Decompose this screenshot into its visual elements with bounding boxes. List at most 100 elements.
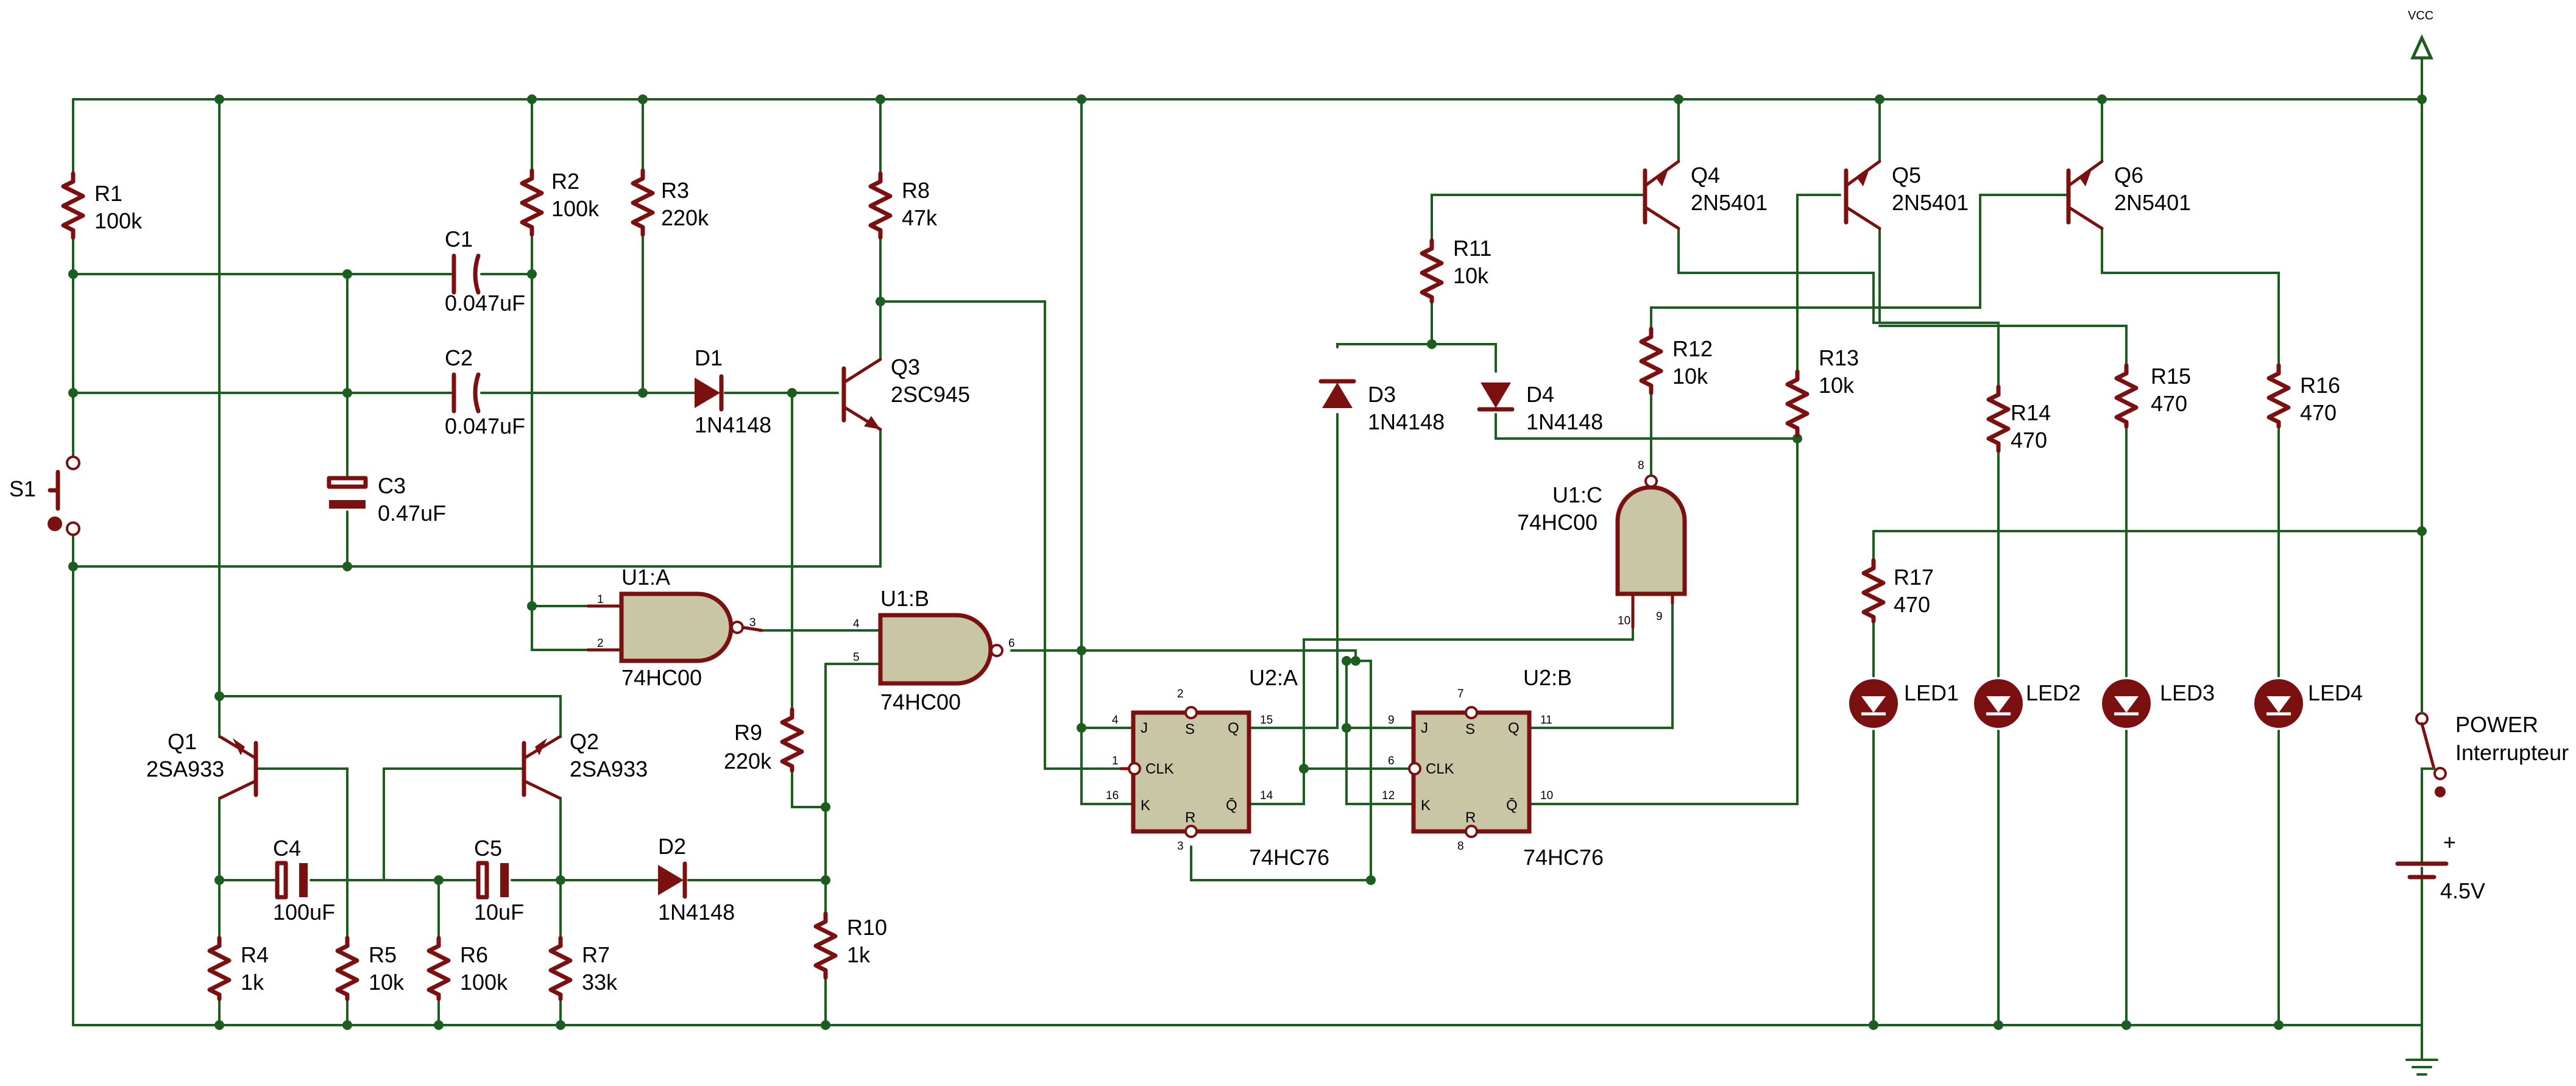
- led-4: LED4: [2254, 679, 2363, 728]
- u2a-pin14: 14: [1260, 789, 1273, 802]
- u2b-k-label: K: [1421, 797, 1431, 814]
- r17-ref: R17: [1894, 565, 1934, 590]
- r7-value: 33k: [582, 970, 618, 995]
- u2a-pin1: 1: [1112, 755, 1119, 767]
- r16-ref: R16: [2300, 373, 2340, 398]
- q3-ref: Q3: [891, 354, 920, 379]
- c4-value: 100uF: [273, 900, 335, 925]
- r2-ref: R2: [551, 169, 579, 194]
- u2b-clk-label: CLK: [1426, 761, 1454, 777]
- c3-ref: C3: [378, 473, 406, 498]
- u1b-value: 74HC00: [880, 689, 961, 714]
- nand-gate-u1b: 4 5 6 U1:B 74HC00: [853, 586, 1015, 714]
- resistor-r7: R7 33k: [548, 936, 618, 1001]
- c5-ref: C5: [474, 836, 502, 861]
- resistor-r9: R9 220k: [724, 707, 804, 774]
- power-switch-ref: POWER: [2455, 712, 2538, 737]
- resistor-r4: R4 1k: [207, 936, 269, 1001]
- resistor-r8: R8 47k: [868, 171, 938, 240]
- battery-plus: +: [2443, 830, 2456, 855]
- u1c-ref: U1:C: [1552, 482, 1602, 507]
- transistor-q6: Q6 2N5401: [2066, 160, 2191, 230]
- c2-ref: C2: [445, 345, 473, 370]
- u2a-pin4: 4: [1112, 714, 1119, 727]
- c3-value: 0.47uF: [378, 501, 446, 526]
- u2b-s-label: S: [1465, 721, 1475, 738]
- nand-gate-u1c: 8 10 9 U1:C 74HC00: [1517, 459, 1687, 629]
- r9-ref: R9: [734, 720, 762, 745]
- q3-value: 2SC945: [891, 382, 970, 407]
- r11-value: 10k: [1453, 263, 1489, 288]
- resistor-r6: R6 100k: [426, 936, 508, 1001]
- r13-ref: R13: [1819, 345, 1859, 370]
- c1-ref: C1: [445, 227, 473, 252]
- battery-value: 4.5V: [2440, 878, 2485, 903]
- u2b-pin12: 12: [1382, 789, 1395, 802]
- battery: + 4.5V: [2395, 830, 2485, 903]
- diode-d4: D4 1N4148: [1477, 382, 1603, 434]
- resistor-r1: R1 100k: [61, 171, 143, 240]
- u1a-pin3: 3: [749, 616, 756, 629]
- transistor-q3: Q3 2SC945: [841, 354, 970, 431]
- r15-value: 470: [2151, 391, 2187, 416]
- diode-d3: D3 1N4148: [1318, 379, 1445, 434]
- u1c-value: 74HC00: [1517, 510, 1598, 535]
- transistor-q1: Q1 2SA933: [146, 729, 258, 800]
- q4-value: 2N5401: [1691, 190, 1767, 215]
- u2a-s-label: S: [1185, 721, 1195, 738]
- u2b-pin9: 9: [1388, 714, 1395, 727]
- resistor-r11: R11 10k: [1420, 236, 1491, 304]
- r6-ref: R6: [460, 942, 488, 967]
- r1-value: 100k: [94, 208, 143, 233]
- c5-value: 10uF: [474, 900, 524, 925]
- resistor-r3: R3 220k: [631, 168, 709, 237]
- junction-dots: [68, 94, 2427, 1030]
- u1b-pin4: 4: [853, 618, 860, 630]
- u2b-pin8: 8: [1457, 840, 1464, 853]
- u2b-qn-label: Q̄: [1506, 797, 1518, 814]
- r10-ref: R10: [847, 915, 887, 940]
- led-2: LED2: [1974, 679, 2081, 728]
- resistor-r2: R2 100k: [520, 168, 600, 237]
- power-switch: POWER Interrupteur: [2415, 696, 2569, 863]
- capacitor-c3: C3 0.47uF: [327, 473, 446, 526]
- r2-value: 100k: [551, 196, 600, 221]
- jk-flipflop-u2a: J S Q CLK K R Q̄ 4 2 15 1 16 3 14 U2:A 7…: [1106, 665, 1329, 870]
- ground-symbol: [2405, 1059, 2438, 1076]
- u2a-clk-label: CLK: [1145, 761, 1174, 777]
- u2b-value: 74HC76: [1523, 845, 1604, 870]
- wires: [72, 41, 2423, 1061]
- u2a-r-label: R: [1185, 809, 1195, 826]
- jk-flipflop-u2b: J S Q CLK K R Q̄ 9 7 11 6 12 8 10 U2:B 7…: [1382, 665, 1604, 870]
- d4-ref: D4: [1526, 382, 1554, 407]
- c1-value: 0.047uF: [445, 291, 525, 316]
- c2-value: 0.047uF: [445, 414, 525, 439]
- vcc-label: VCC: [2408, 9, 2433, 23]
- r8-value: 47k: [902, 205, 938, 230]
- q2-ref: Q2: [570, 729, 599, 754]
- resistor-r15: R15 470: [2114, 363, 2191, 429]
- r5-value: 10k: [369, 970, 405, 995]
- resistor-r12: R12 10k: [1639, 326, 1713, 395]
- capacitor-c4: C4 100uF: [273, 836, 335, 925]
- power-switch-value: Interrupteur: [2455, 740, 2569, 765]
- r1-ref: R1: [94, 181, 122, 206]
- u1b-pin5: 5: [853, 651, 860, 664]
- resistor-r13: R13 10k: [1785, 345, 1859, 438]
- u2b-j-label: J: [1421, 720, 1428, 736]
- diode-d2: D2 1N4148: [658, 834, 735, 925]
- d2-value: 1N4148: [658, 900, 735, 925]
- r12-value: 10k: [1672, 364, 1708, 389]
- r10-value: 1k: [847, 942, 871, 967]
- u1b-ref: U1:B: [880, 586, 929, 611]
- d3-value: 1N4148: [1368, 409, 1445, 434]
- q6-ref: Q6: [2114, 163, 2143, 188]
- u2a-j-label: J: [1141, 720, 1148, 736]
- u2a-k-label: K: [1141, 797, 1150, 814]
- r4-value: 1k: [241, 970, 264, 995]
- r13-value: 10k: [1819, 373, 1855, 398]
- u2a-qn-label: Q̄: [1226, 797, 1237, 814]
- r3-value: 220k: [661, 205, 709, 230]
- u2b-q-label: Q: [1508, 720, 1520, 736]
